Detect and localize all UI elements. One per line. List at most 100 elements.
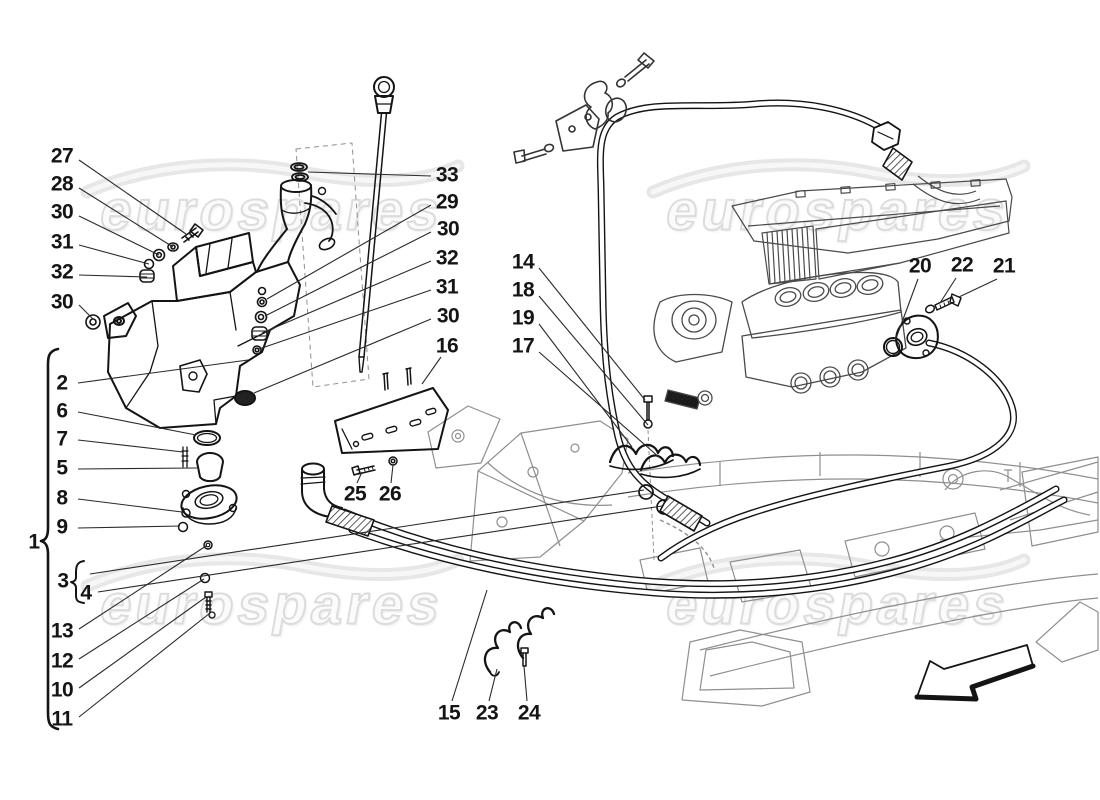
- leader-line-31: [258, 289, 432, 350]
- callout-11: 11: [51, 707, 73, 731]
- leader-line-20: [894, 278, 919, 342]
- callout-8: 8: [56, 486, 68, 510]
- leader-line-26: [390, 464, 394, 484]
- callout-31: 31: [435, 275, 459, 299]
- upper-hose-clamp-bracket: [513, 52, 655, 164]
- callout-32: 32: [50, 260, 74, 284]
- callout-28: 28: [50, 172, 74, 196]
- callout-16: 16: [435, 334, 459, 358]
- pump-flange-fitting: [883, 293, 962, 359]
- leader-lines: [77, 159, 998, 718]
- callout-30: 30: [436, 217, 460, 241]
- callout-26: 26: [378, 482, 402, 506]
- leader-line-12: [78, 578, 205, 660]
- support-bracket: [334, 367, 449, 454]
- leader-line-30: [264, 231, 432, 317]
- filler-neck: [256, 162, 337, 273]
- clip-bolt: [520, 647, 529, 667]
- leader-line-30: [78, 304, 94, 320]
- cooler-hose-fitting: [871, 121, 913, 181]
- leader-line-21: [958, 278, 998, 298]
- leader-line-7: [77, 439, 184, 453]
- group-bracket-1: [39, 347, 60, 731]
- oil-cooler: [731, 175, 1013, 285]
- callout-30: 30: [50, 200, 74, 224]
- callout-33: 33: [435, 163, 459, 187]
- callout-30: 30: [436, 304, 460, 328]
- leader-line-5: [77, 467, 198, 470]
- pipe-clamps: [608, 395, 702, 479]
- callout-31: 31: [50, 230, 74, 254]
- callout-25: 25: [343, 482, 367, 506]
- group-brace-3-4: [70, 560, 85, 604]
- lower-mount-grommet: [234, 390, 256, 406]
- callout-29: 29: [435, 190, 459, 214]
- callout-19: 19: [511, 306, 535, 330]
- leader-line-27: [78, 159, 187, 235]
- leader-line-16: [421, 356, 442, 385]
- leader-line-6: [77, 411, 197, 436]
- leader-line-3: [89, 489, 645, 575]
- callout-18: 18: [511, 278, 535, 302]
- callout-27: 27: [50, 144, 74, 168]
- callout-22: 22: [950, 253, 974, 277]
- leader-line-24: [523, 665, 528, 702]
- callout-12: 12: [50, 649, 74, 673]
- callout-23: 23: [475, 701, 499, 725]
- filler-neck-seal-rings: [290, 162, 309, 182]
- leader-line-18: [538, 295, 649, 426]
- flange-screws: [924, 293, 962, 314]
- callout-10: 10: [50, 678, 74, 702]
- tank-elbow-union: [300, 462, 375, 537]
- leader-line-11: [78, 612, 211, 718]
- callout-13: 13: [50, 619, 74, 643]
- leader-line-22: [939, 277, 957, 304]
- callout-3: 3: [57, 569, 69, 593]
- leader-line-32: [261, 260, 432, 334]
- leader-line-19: [538, 323, 633, 448]
- oil-tank: [103, 232, 301, 429]
- callout-7: 7: [56, 427, 68, 451]
- tank-outlet-flange-assembly: [177, 430, 238, 619]
- hose-clips: [483, 607, 556, 677]
- callout-30: 30: [50, 290, 74, 314]
- leader-line-9: [77, 525, 181, 529]
- leader-line-17: [538, 351, 661, 459]
- leader-line-13: [78, 545, 207, 630]
- leader-line-31: [78, 244, 150, 265]
- callout-2: 2: [56, 371, 68, 395]
- front-direction-arrow: [914, 644, 1036, 702]
- callout-15: 15: [437, 701, 461, 725]
- engine-oil-pump-assembly: [653, 271, 907, 410]
- subject-parts: [39, 52, 1036, 731]
- leader-line-29: [266, 204, 432, 300]
- leader-line-10: [78, 596, 207, 689]
- tank-mount-hardware-left: [85, 223, 204, 330]
- leader-line-32: [78, 274, 148, 278]
- callout-5: 5: [56, 456, 68, 480]
- callout-17: 17: [511, 334, 535, 358]
- dipstick: [358, 76, 395, 373]
- callout-4: 4: [80, 581, 92, 605]
- leader-line-33: [307, 171, 432, 177]
- leader-line-25: [356, 471, 363, 484]
- leader-line-8: [77, 498, 183, 513]
- leader-line-15: [451, 589, 488, 702]
- callout-1: 1: [28, 530, 40, 554]
- callout-9: 9: [56, 515, 68, 539]
- chassis-frame: [295, 142, 1099, 707]
- splined-shaft: [664, 389, 701, 410]
- leader-line-4: [97, 505, 663, 593]
- hose-union-coupling: [638, 484, 703, 532]
- callout-21: 21: [992, 254, 1016, 278]
- callout-32: 32: [435, 246, 459, 270]
- callout-14: 14: [511, 250, 535, 274]
- tank-grommet-stack: [251, 286, 268, 355]
- callout-24: 24: [517, 701, 541, 725]
- callout-20: 20: [908, 254, 932, 278]
- callout-6: 6: [56, 399, 68, 423]
- leader-line-14: [538, 267, 646, 401]
